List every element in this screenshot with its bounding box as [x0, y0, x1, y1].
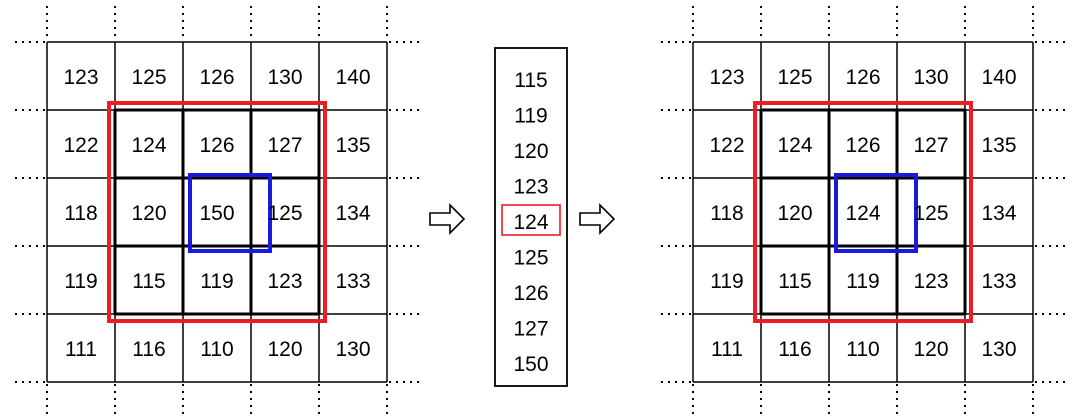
pixel-value: 120 [913, 338, 948, 361]
pixel-value: 123 [63, 66, 98, 89]
pixel-value: 119 [846, 270, 879, 293]
sorted-value: 123 [513, 176, 548, 199]
sorted-list: 115 119 120 123 124 125 126 127 150 [494, 47, 568, 387]
pixel-value: 115 [778, 270, 811, 293]
center-pixel-value: 150 [199, 202, 234, 225]
center-pixel-border [188, 173, 272, 253]
pixel-value: 130 [267, 66, 302, 89]
pixel-value: 125 [131, 66, 166, 89]
pixel-value: 125 [777, 66, 812, 89]
window-border [107, 101, 327, 323]
arrow-right-icon [429, 203, 466, 235]
pixel-value: 115 [132, 270, 165, 293]
pixel-value: 116 [778, 338, 811, 361]
pixel-value: 111 [65, 338, 97, 361]
pixel-value: 125 [267, 202, 302, 225]
pixel-value: 122 [709, 134, 744, 157]
pixel-value: 134 [981, 202, 1016, 225]
arrow-right-icon [579, 203, 616, 235]
pixel-value: 133 [981, 270, 1016, 293]
pixel-value: 130 [981, 338, 1016, 361]
pixel-value: 135 [981, 134, 1016, 157]
pixel-value: 126 [845, 66, 880, 89]
pixel-value: 119 [200, 270, 233, 293]
pixel-value: 124 [777, 134, 812, 157]
sorted-value: 125 [513, 247, 548, 270]
input-grid: 123 125 126 130 140 122 124 126 127 135 118 120 150 1… [15, 6, 421, 414]
sorted-value: 127 [513, 318, 548, 341]
pixel-value: 120 [131, 202, 166, 225]
pixel-value: 140 [981, 66, 1016, 89]
sorted-value: 120 [513, 140, 548, 163]
pixel-value: 124 [131, 134, 166, 157]
pixel-value: 135 [335, 134, 370, 157]
window-border [753, 101, 973, 323]
output-grid: 123 125 126 130 140 122 124 126 127 135 118 120 124 1… [661, 6, 1067, 414]
arrow-shape [579, 203, 616, 235]
pixel-value: 126 [199, 134, 234, 157]
pixel-value: 116 [132, 338, 165, 361]
pixel-value: 134 [335, 202, 370, 225]
sorted-value: 119 [514, 105, 547, 128]
pixel-value: 140 [335, 66, 370, 89]
pixel-value: 111 [711, 338, 743, 361]
pixel-value: 130 [335, 338, 370, 361]
pixel-value: 126 [845, 134, 880, 157]
sorted-list-box [494, 47, 568, 387]
pixel-value: 120 [267, 338, 302, 361]
pixel-value: 123 [709, 66, 744, 89]
pixel-value: 130 [913, 66, 948, 89]
median-highlight-box [501, 204, 561, 236]
center-pixel-border [834, 173, 918, 253]
pixel-value: 119 [64, 270, 97, 293]
pixel-value: 123 [267, 270, 302, 293]
pixel-value: 118 [64, 202, 97, 225]
pixel-value: 110 [200, 338, 233, 361]
arrow-shape [429, 203, 466, 235]
pixel-value: 126 [199, 66, 234, 89]
pixel-value: 123 [913, 270, 948, 293]
sorted-value: 126 [513, 282, 548, 305]
pixel-value: 119 [710, 270, 743, 293]
center-pixel-value: 124 [845, 202, 880, 225]
pixel-value: 122 [63, 134, 98, 157]
sorted-value: 115 [514, 69, 547, 92]
pixel-value: 133 [335, 270, 370, 293]
pixel-value: 120 [777, 202, 812, 225]
pixel-value: 110 [846, 338, 879, 361]
pixel-value: 127 [267, 134, 302, 157]
pixel-value: 118 [710, 202, 743, 225]
median-value: 124 [513, 211, 548, 234]
pixel-value: 125 [913, 202, 948, 225]
pixel-value: 127 [913, 134, 948, 157]
sorted-value: 150 [513, 353, 548, 376]
